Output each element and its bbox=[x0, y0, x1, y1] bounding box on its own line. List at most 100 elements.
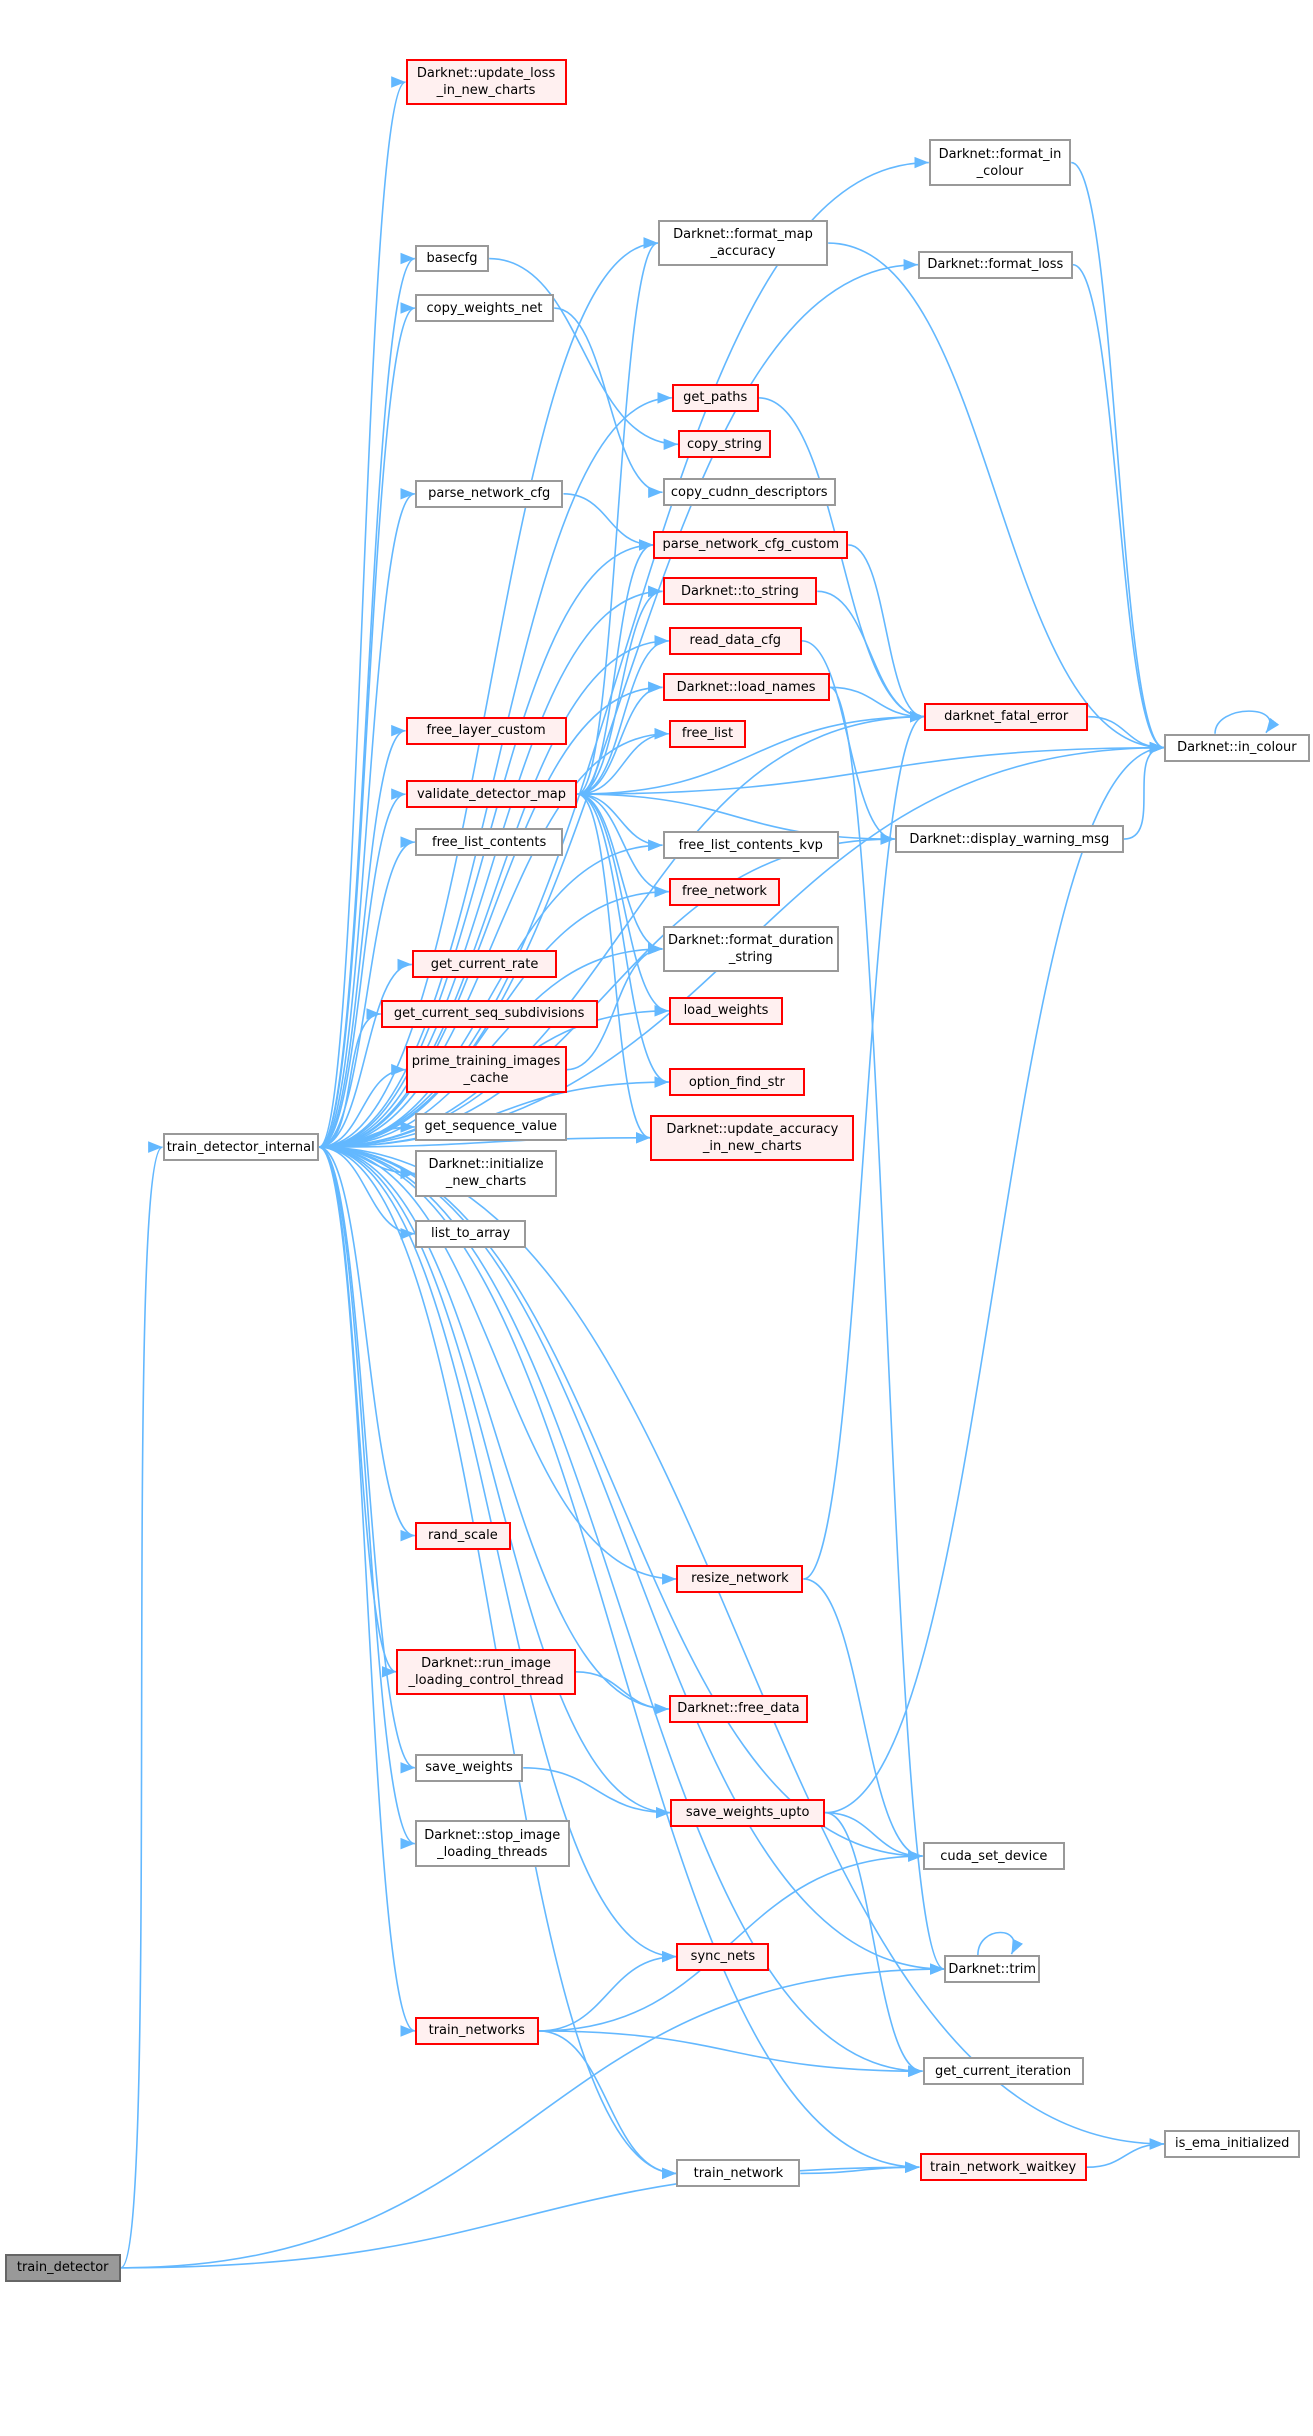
edge-run_image-to-free_data bbox=[575, 1671, 669, 1715]
edge-validate_detector_map-to-read_data_cfg bbox=[577, 635, 669, 795]
edge-train_networks-to-gci bbox=[538, 2030, 923, 2077]
node-in-colour[interactable]: Darknet::in_colour bbox=[1164, 733, 1310, 762]
node-ema[interactable]: is_ema_initialized bbox=[1164, 2130, 1301, 2158]
edge-validate_detector_map-to-format_map_accuracy bbox=[577, 237, 659, 795]
edge-tdi-to-free_layer_custom bbox=[318, 725, 406, 1148]
edge-tdi-to-parse_network_cfg bbox=[318, 488, 416, 1148]
node-get-sequence-value[interactable]: get_sequence_value bbox=[414, 1113, 567, 1141]
node-cuda[interactable]: cuda_set_device bbox=[922, 1842, 1065, 1870]
edge-tdi-to-load_names bbox=[318, 681, 663, 1148]
node-format-map-accuracy[interactable]: Darknet::format_map _accuracy bbox=[657, 219, 829, 267]
edge-validate_detector_map-to-pncc bbox=[577, 539, 654, 795]
edge-tdi-to-validate_detector_map bbox=[318, 788, 406, 1148]
edge-train_network-to-tnw bbox=[800, 2161, 920, 2175]
node-train-network[interactable]: train_network bbox=[676, 2159, 801, 2188]
edge-pncc-to-dfe bbox=[848, 544, 925, 723]
edge-format_loss-to-in_colour bbox=[1072, 263, 1165, 754]
node-gci[interactable]: get_current_iteration bbox=[922, 2057, 1084, 2086]
node-dwm[interactable]: Darknet::display_warning_msg bbox=[894, 825, 1124, 853]
edge-validate_detector_map-to-free_list bbox=[577, 728, 669, 795]
node-read-data-cfg[interactable]: read_data_cfg bbox=[668, 626, 802, 655]
edge-resize_network-to-cuda bbox=[803, 1578, 923, 1862]
edge-tdi-to-train_networks bbox=[318, 1146, 416, 2037]
node-format-loss[interactable]: Darknet::format_loss bbox=[917, 250, 1073, 279]
edge-tdi-to-save_weights bbox=[318, 1146, 416, 1774]
edge-swu-to-in_colour bbox=[825, 742, 1165, 1814]
edge-validate_detector_map-to-fds bbox=[577, 793, 663, 955]
edge-tdi-to-stop_image bbox=[318, 1146, 416, 1850]
edge-prime-to-fds bbox=[566, 943, 663, 1071]
edge-validate_detector_map-to-load_names bbox=[577, 681, 663, 795]
edge-tdi-to-gci bbox=[318, 1146, 923, 2077]
edge-parse_network_cfg-to-pncc bbox=[563, 493, 654, 551]
node-train-detector: train_detector bbox=[4, 2253, 121, 2282]
node-stop-image[interactable]: Darknet::stop_image _loading_threads bbox=[414, 1820, 570, 1867]
node-option-find-str[interactable]: option_find_str bbox=[668, 1068, 805, 1096]
node-dfe[interactable]: darknet_fatal_error bbox=[924, 702, 1089, 731]
edge-tdi-to-list_to_array bbox=[318, 1146, 415, 1240]
node-list-to-array[interactable]: list_to_array bbox=[414, 1219, 527, 1248]
edge-tdi-to-get_current_rate bbox=[318, 958, 412, 1148]
node-copy-cudnn[interactable]: copy_cudnn_descriptors bbox=[662, 478, 836, 507]
node-fds[interactable]: Darknet::format_duration _string bbox=[662, 925, 839, 973]
edge-train_networks-to-sync_nets bbox=[538, 1950, 677, 2032]
edge-tdi-to-sync_nets bbox=[318, 1146, 677, 1963]
node-validate-detector-map[interactable]: validate_detector_map bbox=[405, 780, 578, 809]
node-sync-nets[interactable]: sync_nets bbox=[676, 1942, 770, 1971]
node-update-loss[interactable]: Darknet::update_loss _in_new_charts bbox=[405, 58, 567, 106]
node-get-current-seq-subdivisions[interactable]: get_current_seq_subdivisions bbox=[380, 1000, 598, 1028]
node-swu[interactable]: save_weights_upto bbox=[670, 1798, 826, 1827]
node-tnw[interactable]: train_network_waitkey bbox=[919, 2153, 1087, 2182]
node-initialize-new-charts[interactable]: Darknet::initialize _new_charts bbox=[414, 1150, 558, 1197]
edge-read_data_cfg-to-dwm bbox=[801, 640, 895, 845]
edge-swu-to-gci bbox=[825, 1811, 923, 2077]
node-to-string[interactable]: Darknet::to_string bbox=[662, 577, 818, 606]
node-flck[interactable]: free_list_contents_kvp bbox=[662, 831, 839, 860]
edge-tnw-to-ema bbox=[1086, 2138, 1165, 2168]
edge-validate_detector_map-to-update_acc bbox=[577, 793, 651, 1144]
node-pncc[interactable]: parse_network_cfg_custom bbox=[653, 530, 849, 559]
node-parse-network-cfg[interactable]: parse_network_cfg bbox=[414, 479, 564, 508]
node-free-list-contents[interactable]: free_list_contents bbox=[414, 828, 564, 857]
edge-tdi-to-flck bbox=[318, 839, 663, 1148]
node-copy-weights-net[interactable]: copy_weights_net bbox=[414, 294, 555, 322]
node-resize-network[interactable]: resize_network bbox=[676, 1565, 804, 1593]
edge-trim-to-trim bbox=[977, 1931, 1024, 1956]
node-update-acc[interactable]: Darknet::update_accuracy _in_new_charts bbox=[650, 1114, 855, 1161]
edge-validate_detector_map-to-free_network bbox=[577, 793, 669, 898]
edge-tdi-to-prime bbox=[318, 1063, 406, 1148]
edge-validate_detector_map-to-flck bbox=[577, 793, 663, 851]
edge-tdi-to-format_map_accuracy bbox=[318, 237, 658, 1148]
edge-load_names-to-dfe bbox=[829, 686, 925, 723]
edge-tdi-to-trim bbox=[318, 1146, 945, 1975]
node-copy-string[interactable]: copy_string bbox=[678, 430, 771, 459]
edge-validate_detector_map-to-option_find_str bbox=[577, 793, 669, 1088]
node-load-weights[interactable]: load_weights bbox=[668, 996, 784, 1025]
node-get-paths[interactable]: get_paths bbox=[671, 383, 759, 412]
node-load-names[interactable]: Darknet::load_names bbox=[662, 673, 830, 702]
node-free-layer-custom[interactable]: free_layer_custom bbox=[405, 716, 567, 745]
node-train-networks[interactable]: train_networks bbox=[414, 2017, 539, 2045]
node-trim[interactable]: Darknet::trim bbox=[944, 1955, 1041, 1983]
edge-validate_detector_map-to-dfe bbox=[577, 710, 925, 795]
node-free-data[interactable]: Darknet::free_data bbox=[668, 1695, 809, 1723]
edge-tdi-to-run_image bbox=[318, 1146, 397, 1678]
edge-tdi-to-free_list_contents bbox=[318, 836, 415, 1148]
edge-tdi-to-get_paths bbox=[318, 392, 672, 1148]
edge-tdi-to-free_list bbox=[318, 728, 669, 1148]
edge-validate_detector_map-to-load_weights bbox=[577, 793, 669, 1017]
node-run-image[interactable]: Darknet::run_image _loading_control_thre… bbox=[396, 1648, 576, 1696]
node-rand-scale[interactable]: rand_scale bbox=[414, 1521, 511, 1550]
node-free-network[interactable]: free_network bbox=[668, 877, 781, 906]
edge-copy_weights_net-to-copy_cudnn bbox=[554, 307, 663, 498]
node-get-current-rate[interactable]: get_current_rate bbox=[411, 950, 558, 979]
node-save-weights[interactable]: save_weights bbox=[414, 1753, 524, 1782]
edge-in_colour-to-in_colour bbox=[1214, 710, 1280, 734]
edge-resize_network-to-dfe bbox=[803, 711, 925, 1580]
node-tdi[interactable]: train_detector_internal bbox=[162, 1133, 319, 1161]
node-format-in-colour[interactable]: Darknet::format_in _colour bbox=[928, 139, 1072, 186]
node-basecfg[interactable]: basecfg bbox=[414, 244, 490, 273]
node-free-list[interactable]: free_list bbox=[668, 719, 747, 748]
node-prime[interactable]: prime_training_images _cache bbox=[405, 1046, 567, 1093]
